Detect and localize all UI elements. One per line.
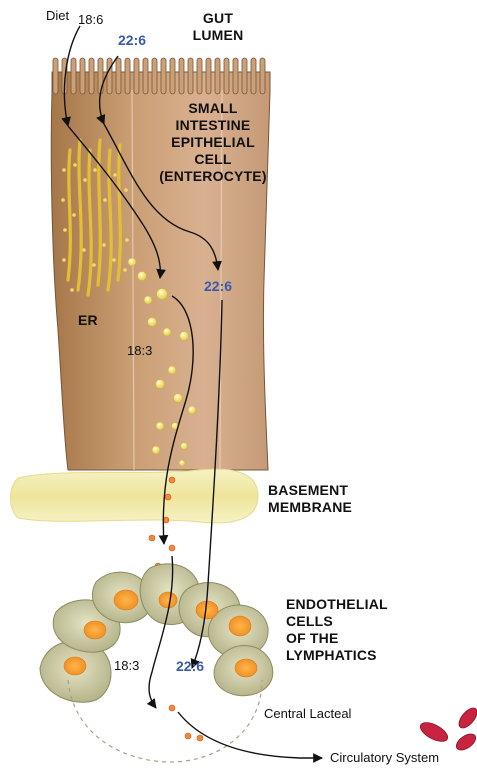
label-22-6-low: 22:6 (176, 658, 204, 674)
label-18-6: 18:6 (78, 12, 103, 27)
label-diet: Diet (46, 8, 69, 23)
label-endothelial-cells: ENDOTHELIAL CELLS OF THE LYMPHATICS (286, 596, 388, 664)
label-enterocyte: SMALL INTESTINE EPITHELIAL CELL (ENTEROC… (148, 100, 278, 185)
label-gut-lumen: GUT LUMEN (190, 10, 246, 44)
label-basement-membrane: BASEMENT MEMBRANE (268, 482, 352, 516)
red-blood-cells (417, 705, 477, 753)
label-central-lacteal: Central Lacteal (264, 706, 351, 721)
label-18-3-mid: 18:3 (127, 343, 152, 358)
label-22-6-mid: 22:6 (204, 278, 232, 294)
label-er: ER (78, 312, 98, 329)
label-18-3-low: 18:3 (114, 658, 139, 673)
label-circulatory-system: Circulatory System (330, 750, 439, 765)
basement-membrane (11, 469, 259, 523)
label-22-6-top: 22:6 (118, 32, 146, 48)
